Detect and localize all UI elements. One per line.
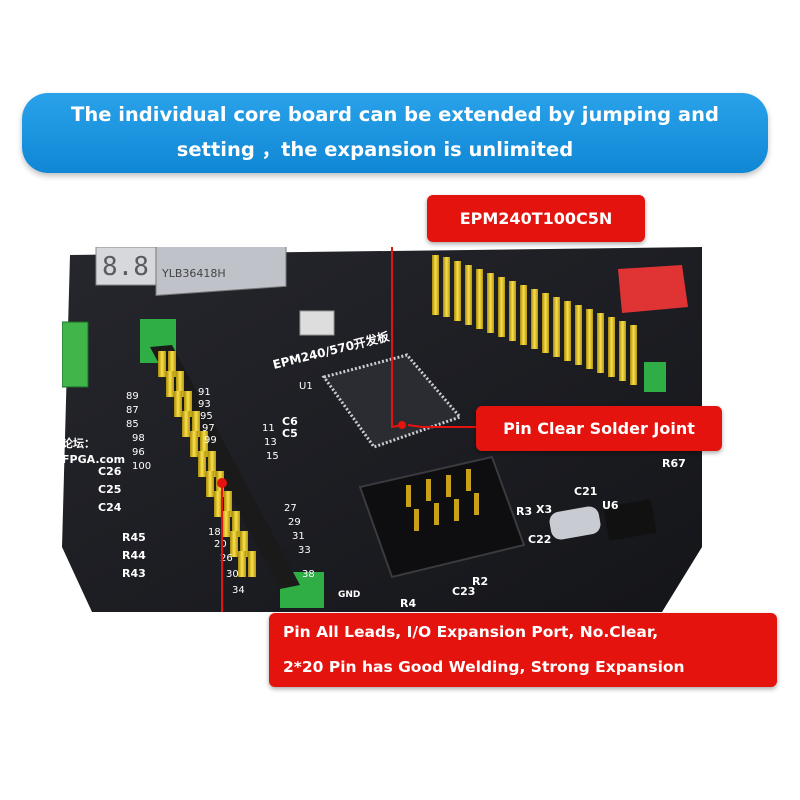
forum-label: 论坛： [62, 436, 95, 450]
svg-text:98: 98 [132, 433, 145, 444]
dip-switch [618, 265, 688, 313]
svg-text:29: 29 [288, 517, 301, 528]
svg-text:C25: C25 [98, 483, 121, 496]
svg-text:96: 96 [132, 447, 145, 458]
svg-text:18: 18 [208, 527, 221, 538]
svg-text:15: 15 [266, 451, 279, 462]
svg-text:13: 13 [264, 437, 277, 448]
pin-header-right [432, 255, 637, 385]
svg-text:26: 26 [220, 553, 233, 564]
svg-text:C26: C26 [98, 465, 122, 478]
headline-line-1: The individual core board can be extende… [71, 103, 719, 126]
green-terminal-left [62, 321, 89, 388]
marker-header [217, 478, 227, 488]
svg-text:R67: R67 [662, 457, 686, 470]
marker-chip [398, 421, 406, 429]
svg-text:R43: R43 [122, 567, 146, 580]
svg-text:85: 85 [126, 419, 139, 430]
svg-text:R45: R45 [122, 531, 146, 544]
svg-text:20: 20 [214, 539, 227, 550]
svg-text:8.8: 8.8 [102, 252, 149, 282]
svg-text:X3: X3 [536, 503, 552, 516]
svg-text:95: 95 [200, 411, 213, 422]
svg-text:31: 31 [292, 531, 305, 542]
svg-text:38: 38 [302, 569, 315, 580]
svg-text:100: 100 [132, 461, 151, 472]
crystal-right [549, 506, 601, 540]
chip-ref-label: U1 [299, 381, 313, 392]
svg-text:C22: C22 [528, 533, 551, 546]
svg-text:C24: C24 [98, 501, 122, 514]
svg-text:93: 93 [198, 399, 211, 410]
svg-text:99: 99 [204, 435, 217, 446]
svg-text:87: 87 [126, 405, 139, 416]
display-code-label: YLB36418H [161, 267, 226, 280]
svg-text:C6: C6 [282, 415, 298, 428]
crystal-oscillator [299, 310, 335, 336]
svg-text:C21: C21 [574, 485, 597, 498]
svg-text:91: 91 [198, 387, 211, 398]
headline-banner: The individual core board can be extende… [22, 93, 768, 173]
svg-text:R3: R3 [516, 505, 532, 518]
svg-text:U6: U6 [602, 499, 619, 512]
gnd-label: GND [338, 590, 360, 600]
callout-chip-model: EPM240T100C5N [427, 195, 645, 242]
leader-chip [391, 247, 403, 429]
fpga-board-photo: 8.8 YLB36418H [62, 247, 702, 612]
svg-text:97: 97 [202, 423, 215, 434]
svg-text:27: 27 [284, 503, 297, 514]
callout-pin-leads-line-2: 2*20 Pin has Good Welding, Strong Expans… [283, 658, 685, 676]
svg-text:C23: C23 [452, 585, 475, 598]
headline-line-2: setting ，the expansion is unlimited [176, 138, 574, 161]
svg-text:89: 89 [126, 391, 139, 402]
svg-text:30: 30 [226, 569, 239, 580]
fpga-label: FPGA.com [62, 453, 125, 466]
svg-text:R4: R4 [400, 597, 416, 610]
eeprom-chip [603, 499, 657, 541]
leader-header [221, 483, 223, 612]
callout-pin-leads-line-1: Pin All Leads, I/O Expansion Port, No.Cl… [283, 623, 659, 641]
svg-text:C5: C5 [282, 427, 298, 440]
leader-pin [407, 424, 476, 428]
svg-text:R44: R44 [122, 549, 146, 562]
svg-text:34: 34 [232, 585, 245, 596]
display-housing [155, 247, 287, 296]
callout-pin-leads: Pin All Leads, I/O Expansion Port, No.Cl… [269, 613, 777, 687]
green-jumper-right [644, 362, 666, 392]
svg-text:R2: R2 [472, 575, 488, 588]
svg-text:33: 33 [298, 545, 311, 556]
svg-text:11: 11 [262, 423, 275, 434]
callout-pin-solder-joint: Pin Clear Solder Joint [476, 406, 722, 451]
jtag-connector [358, 455, 526, 579]
